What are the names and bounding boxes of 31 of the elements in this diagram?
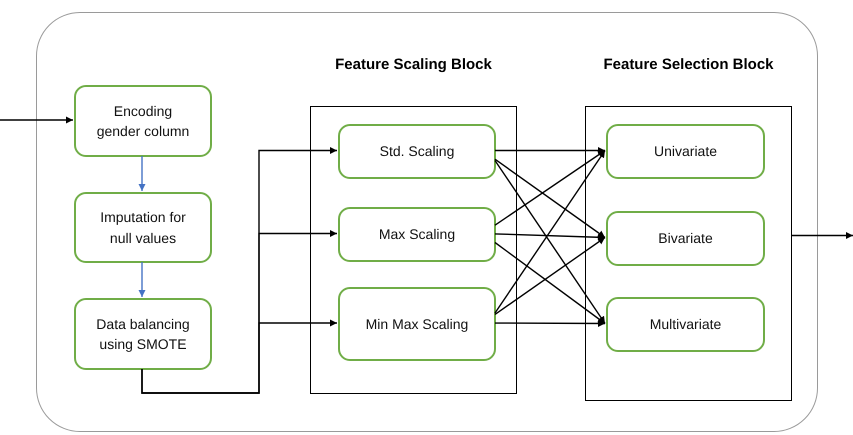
process-box: [338, 124, 496, 179]
arrow: [494, 150, 606, 226]
process-box: [74, 192, 212, 263]
box-text: Max Scaling: [378, 225, 456, 244]
arrow: [0, 116, 73, 124]
arrow: [495, 320, 605, 327]
box-text: Imputation for null values: [99, 208, 187, 248]
process-box: [606, 124, 765, 179]
arrow: [494, 233, 606, 241]
arrow: [791, 232, 853, 239]
box-text: Bivariate: [658, 229, 713, 248]
arrow: [138, 156, 146, 191]
arrow: [494, 242, 606, 324]
arrow: [141, 320, 337, 394]
box-text: Encoding gender column: [96, 102, 190, 141]
process-box: [74, 85, 212, 157]
process-box: [74, 298, 212, 370]
box-text: Univariate: [654, 142, 718, 162]
arrow: [138, 262, 146, 297]
box-text: Data balancing using SMOTE: [95, 314, 191, 354]
process-box: [338, 287, 496, 361]
process-box: [338, 207, 496, 262]
container-frame: [36, 12, 818, 432]
process-box: [606, 297, 765, 352]
arrow: [494, 236, 606, 316]
process-box: [606, 211, 765, 266]
arrow: [494, 158, 606, 238]
box-text: Min Max Scaling: [366, 314, 468, 334]
box-text: Multivariate: [650, 315, 722, 334]
arrow: [495, 147, 605, 154]
box-text: Std. Scaling: [380, 142, 454, 162]
